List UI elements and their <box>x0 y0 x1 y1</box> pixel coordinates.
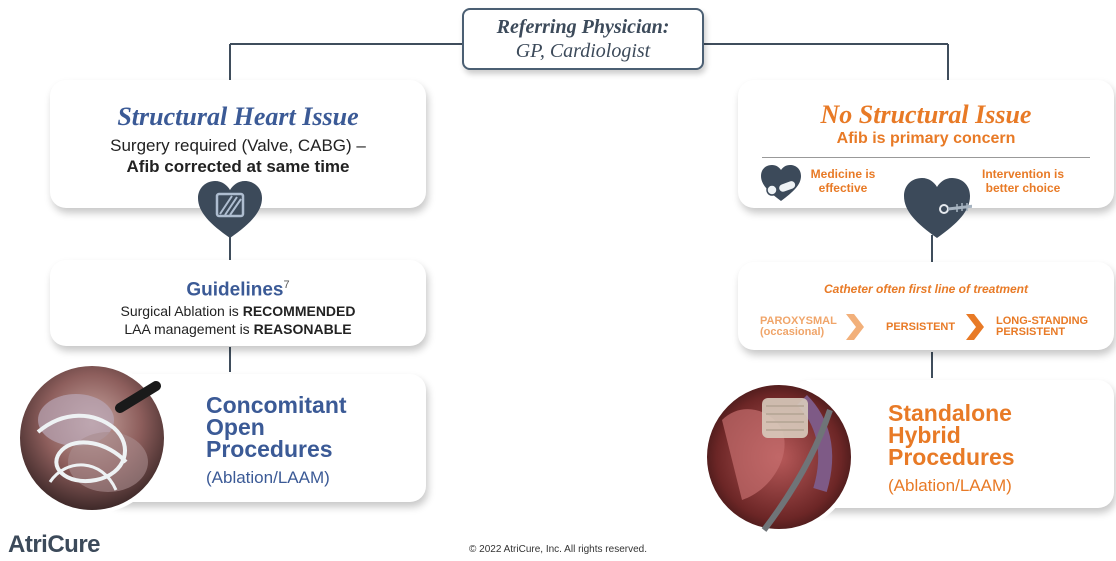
open-surgery-image <box>16 362 168 514</box>
standalone-line2: Hybrid <box>888 422 961 448</box>
medicine-effective: Medicine is effective <box>798 167 888 195</box>
intervention-line1: Intervention is <box>981 167 1064 181</box>
referring-physician-subtitle: GP, Cardiologist <box>515 40 651 62</box>
concomitant-line2: Open <box>206 414 265 440</box>
stage-paroxysmal-label: PAROXYSMAL <box>760 315 837 327</box>
catheter-card: Catheter often first line of treatment P… <box>738 262 1114 350</box>
chevron-light-icon <box>846 314 864 340</box>
standalone-sub: (Ablation/LAAM) <box>888 476 1012 495</box>
guidelines-heading: Guidelines7 <box>50 279 426 301</box>
referring-physician-title: Referring Physician: <box>496 16 670 38</box>
divider <box>762 157 1090 158</box>
intervention-better: Intervention is better choice <box>968 167 1078 195</box>
structural-heart-text: Surgery required (Valve, CABG) – Afib co… <box>50 135 426 177</box>
structural-heart-line1: Surgery required (Valve, CABG) – <box>110 136 366 155</box>
catheter-heart-icon <box>904 178 972 238</box>
guidelines-recommended: RECOMMENDED <box>242 303 356 319</box>
concomitant-card: Concomitant Open Procedures (Ablation/LA… <box>104 374 426 502</box>
concomitant-title: Concomitant Open Procedures <box>206 392 347 462</box>
standalone-title: Standalone Hybrid Procedures <box>888 400 1015 470</box>
standalone-line3: Procedures <box>888 444 1015 470</box>
structural-heart-line2: Afib corrected at same time <box>126 157 350 176</box>
copyright: © 2022 AtriCure, Inc. All rights reserve… <box>468 544 647 555</box>
intervention-line2: better choice <box>985 181 1061 195</box>
concomitant-line3: Procedures <box>206 436 333 462</box>
no-structural-title: No Structural Issue <box>820 100 1032 129</box>
guidelines-line1-text: Surgical Ablation is <box>120 303 243 319</box>
guidelines-reasonable: REASONABLE <box>253 321 352 337</box>
standalone-line1: Standalone <box>888 400 1012 426</box>
guidelines-line2-text: LAA management is <box>124 321 254 337</box>
medicine-line1: Medicine is <box>810 167 876 181</box>
no-structural-subtitle: Afib is primary concern <box>836 130 1016 147</box>
referring-physician-box: Referring Physician: GP, Cardiologist <box>462 8 704 70</box>
atricure-logo: AtriCure <box>8 531 101 558</box>
guidelines-text: Surgical Ablation is RECOMMENDED LAA man… <box>50 302 426 338</box>
guidelines-line1: Surgical Ablation is RECOMMENDED <box>50 302 426 320</box>
stage-paroxysmal: PAROXYSMAL (occasional) <box>760 316 837 338</box>
guidelines-card: Guidelines7 Surgical Ablation is RECOMME… <box>50 260 426 346</box>
guidelines-line2: LAA management is REASONABLE <box>50 320 426 338</box>
guidelines-ref: 7 <box>283 279 290 291</box>
heart-valve-icon <box>198 181 262 238</box>
stage-long-standing-line2: PERSISTENT <box>996 326 1066 338</box>
hybrid-procedure-image <box>703 381 855 533</box>
guidelines-title: Guidelines <box>186 279 284 301</box>
stage-paroxysmal-note: (occasional) <box>760 326 825 338</box>
stage-long-standing-line1: LONG-STANDING <box>996 315 1089 327</box>
concomitant-line1: Concomitant <box>206 392 347 418</box>
stage-long-standing: LONG-STANDING PERSISTENT <box>996 316 1088 338</box>
structural-heart-title: Structural Heart Issue <box>117 102 359 131</box>
concomitant-sub: (Ablation/LAAM) <box>206 468 330 487</box>
catheter-title: Catheter often first line of treatment <box>823 282 1029 296</box>
chevron-dark-icon <box>966 314 984 340</box>
medicine-heart-icon <box>761 165 801 201</box>
medicine-line2: effective <box>818 181 868 195</box>
stage-persistent: PERSISTENT <box>886 321 956 333</box>
